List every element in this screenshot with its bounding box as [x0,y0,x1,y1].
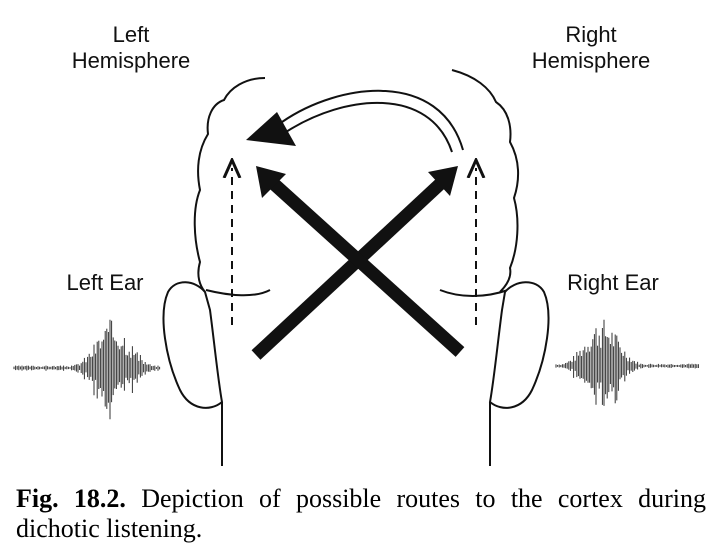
right-ear-label: Right Ear [567,270,659,295]
diagram-canvas [13,69,699,466]
right-hemisphere-label-line2: Hemisphere [531,48,651,73]
left-hemisphere-outline [193,77,266,293]
right-to-left-contralateral-arrow [269,179,465,357]
left-hemisphere-label-line1: Left [112,22,150,47]
left-ear-label: Left Ear [66,270,144,295]
left-hemisphere-label-line2: Hemisphere [71,48,191,73]
left-to-right-contralateral-arrow [251,179,445,360]
figure-caption-text: Depiction of possible routes to the cort… [16,484,707,543]
left-sound-waveform [13,319,161,420]
callosal-arrow-outer [281,89,464,151]
figure-number: Fig. 18.2. [16,484,126,513]
left-ear-shape [162,281,224,409]
left-hemisphere-label: Left Hemisphere [50,22,212,74]
callosal-arrowhead [246,112,296,146]
right-hemisphere-label-line1: Right [565,22,617,47]
callosal-arrow-inner [285,102,453,153]
right-hemisphere-outline [451,69,520,293]
right-jaw-line [439,289,509,297]
left-to-right-arrowhead [428,166,458,196]
dichotic-listening-diagram: Left Hemisphere Right Hemisphere Left Ea… [13,22,699,466]
right-to-left-arrowhead [256,166,286,198]
figure-caption: Fig. 18.2. Depiction of possible routes … [16,484,706,544]
right-sound-waveform [555,319,699,406]
right-hemisphere-label: Right Hemisphere [510,22,672,74]
left-jaw-line [205,289,271,297]
right-ear-shape [488,281,550,409]
